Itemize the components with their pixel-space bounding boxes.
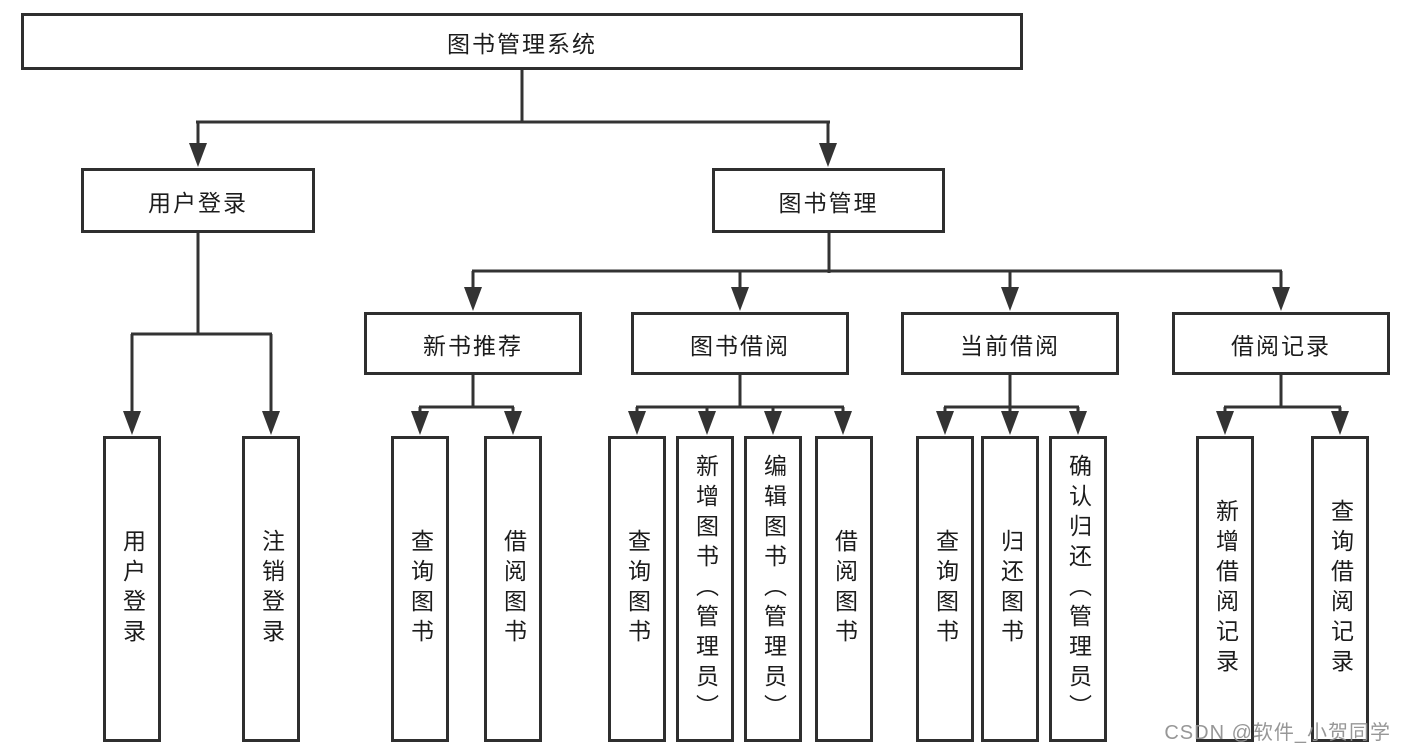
- leaf-label: 查询图书: [407, 529, 434, 649]
- node-label: 图书借阅: [690, 332, 790, 359]
- arrow-down-icon: [819, 143, 837, 167]
- leaf-label: 查询图书: [932, 529, 959, 649]
- leaf-confirm-return-admin: 确认归还（管理员）: [1049, 436, 1107, 742]
- leaf-label: 新增借阅记录: [1212, 499, 1239, 679]
- arrow-down-icon: [262, 411, 280, 435]
- node-label: 新书推荐: [423, 332, 523, 359]
- node-book-management: 图书管理: [712, 168, 945, 233]
- leaf-label: 借阅图书: [831, 529, 858, 649]
- connector-lines: [130, 70, 1342, 418]
- leaf-label: 新增图书（管理员）: [692, 454, 719, 724]
- connector-bookmgmt-to-level3: [471, 233, 1283, 294]
- leaf-label: 查询图书: [624, 529, 651, 649]
- connector-borrowing-to-leaves: [635, 375, 845, 418]
- leaf-label: 查询借阅记录: [1327, 499, 1354, 679]
- leaf-label: 确认归还（管理员）: [1065, 454, 1092, 724]
- node-borrowing-records: 借阅记录: [1172, 312, 1390, 375]
- arrow-down-icon: [411, 411, 429, 435]
- connector-recommend-to-leaves: [418, 375, 515, 418]
- arrow-down-icon: [1069, 411, 1087, 435]
- leaf-label: 注销登录: [258, 529, 285, 649]
- arrowheads: [123, 143, 1349, 435]
- arrow-down-icon: [1001, 411, 1019, 435]
- leaf-label: 用户登录: [119, 529, 146, 649]
- arrow-down-icon: [1001, 287, 1019, 311]
- arrow-down-icon: [1216, 411, 1234, 435]
- csdn-watermark: CSDN @软件_小贺同学: [1164, 722, 1391, 744]
- arrow-down-icon: [936, 411, 954, 435]
- arrow-down-icon: [731, 287, 749, 311]
- leaf-return-books: 归还图书: [981, 436, 1039, 742]
- node-label: 图书管理系统: [447, 30, 597, 57]
- leaf-query-borrow-record: 查询借阅记录: [1311, 436, 1369, 742]
- connector-records-to-leaves: [1223, 374, 1342, 418]
- arrow-down-icon: [504, 411, 522, 435]
- arrow-down-icon: [834, 411, 852, 435]
- node-label: 借阅记录: [1231, 332, 1331, 359]
- leaf-label: 借阅图书: [500, 529, 527, 649]
- node-book-borrowing: 图书借阅: [631, 312, 849, 375]
- leaf-add-borrow-record: 新增借阅记录: [1196, 436, 1254, 742]
- leaf-edit-books-admin: 编辑图书（管理员）: [744, 436, 802, 742]
- arrow-down-icon: [628, 411, 646, 435]
- arrow-down-icon: [698, 411, 716, 435]
- node-label: 当前借阅: [960, 332, 1060, 359]
- arrow-down-icon: [764, 411, 782, 435]
- leaf-logout: 注销登录: [242, 436, 300, 742]
- leaf-query-books-borrowing: 查询图书: [608, 436, 666, 742]
- leaf-query-books-recommend: 查询图书: [391, 436, 449, 742]
- node-new-book-recommend: 新书推荐: [364, 312, 582, 375]
- arrow-down-icon: [464, 287, 482, 311]
- leaf-add-books-admin: 新增图书（管理员）: [676, 436, 734, 742]
- node-label: 用户登录: [148, 189, 248, 216]
- connector-userlogin-to-leaves: [130, 233, 273, 418]
- leaf-query-books-current: 查询图书: [916, 436, 974, 742]
- node-label: 图书管理: [778, 189, 879, 216]
- leaf-borrow-books-borrowing: 借阅图书: [815, 436, 873, 742]
- node-current-borrowing: 当前借阅: [901, 312, 1119, 375]
- arrow-down-icon: [1272, 287, 1290, 311]
- node-library-management-system: 图书管理系统: [21, 13, 1023, 70]
- arrow-down-icon: [123, 411, 141, 435]
- leaf-user-login: 用户登录: [103, 436, 161, 742]
- leaf-label: 归还图书: [997, 529, 1024, 649]
- leaf-borrow-books-recommend: 借阅图书: [484, 436, 542, 742]
- arrow-down-icon: [189, 143, 207, 167]
- leaf-label: 编辑图书（管理员）: [760, 454, 787, 724]
- connector-root-to-level2: [196, 70, 830, 150]
- node-user-login: 用户登录: [81, 168, 315, 233]
- arrow-down-icon: [1331, 411, 1349, 435]
